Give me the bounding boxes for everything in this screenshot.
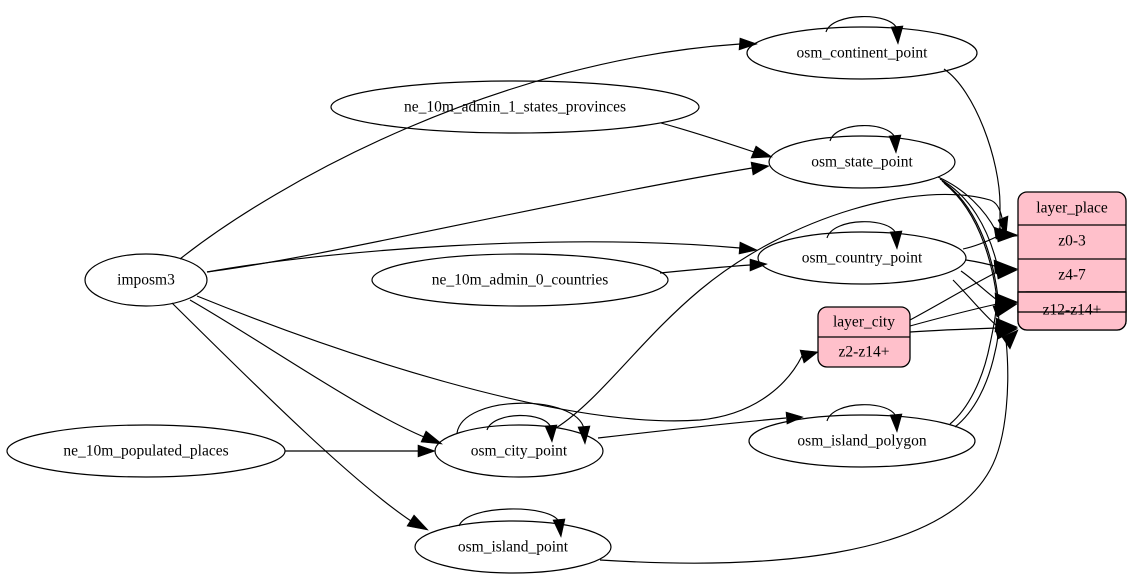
record-row-layer-city-title: layer_city: [833, 314, 895, 331]
node-osm-island-point[interactable]: osm_island_point: [414, 520, 612, 574]
self-loop-osm-city-point-outer: [456, 402, 591, 445]
node-osm-city-point[interactable]: osm_city_point: [434, 424, 604, 478]
node-ne-10m-populated-places[interactable]: ne_10m_populated_places: [6, 424, 286, 478]
self-loop-osm-island-polygon: [826, 404, 903, 433]
self-loop-osm-state-point: [829, 125, 902, 154]
node-osm-state-point[interactable]: osm_state_point: [768, 135, 956, 189]
node-label-osm-island-polygon: osm_island_polygon: [797, 433, 926, 450]
edge-osm-island-point-to-layer-place: [599, 329, 1019, 564]
record-row-layer-place-title: layer_place: [1036, 200, 1108, 217]
self-loop-osm-city-point-inner: [486, 414, 558, 443]
edge-osm-continent-point-to-layer-place: [943, 68, 1018, 242]
node-label-ne-10m-populated-places: ne_10m_populated_places: [63, 443, 228, 460]
edge-layer-city-to-layer-place-a: [909, 266, 1019, 321]
node-label-osm-island-point: osm_island_point: [458, 539, 569, 556]
edge-osm-country-point-to-layer-place-a: [962, 230, 1019, 250]
node-label-imposm3: imposm3: [117, 272, 175, 289]
record-row-layer-place-z12-z14plus[interactable]: z12-z14+: [1043, 302, 1102, 319]
edge-osm-city-point-to-layer-place: [555, 193, 1009, 429]
node-layer: imposm3 ne_10m_admin_1_states_provinces …: [6, 26, 978, 574]
node-label-osm-continent-point: osm_continent_point: [797, 45, 929, 62]
edge-ne-states-to-osm-state-point: [660, 122, 773, 159]
node-label-osm-country-point: osm_country_point: [802, 250, 923, 267]
node-ne-10m-admin-0-countries[interactable]: ne_10m_admin_0_countries: [371, 253, 669, 307]
edge-imposm3-to-osm-state-point: [206, 161, 770, 273]
node-osm-country-point[interactable]: osm_country_point: [757, 231, 967, 285]
node-label-ne-10m-admin-0-countries: ne_10m_admin_0_countries: [432, 272, 609, 289]
self-loop-osm-country-point: [826, 221, 903, 250]
node-ne-10m-admin-1-states-provinces[interactable]: ne_10m_admin_1_states_provinces: [330, 80, 700, 134]
record-row-layer-place-z4-7[interactable]: z4-7: [1058, 267, 1086, 284]
record-row-layer-city-z2-z14plus[interactable]: z2-z14+: [839, 344, 890, 361]
node-osm-continent-point[interactable]: osm_continent_point: [746, 26, 978, 80]
edge-layer: [171, 16, 1019, 564]
node-label-osm-state-point: osm_state_point: [811, 154, 913, 171]
edge-osm-island-polygon-to-layer-place-a: [949, 303, 1018, 425]
node-label-ne-10m-admin-1-states-provinces: ne_10m_admin_1_states_provinces: [404, 99, 626, 116]
edge-osm-island-polygon-to-layer-place-b: [954, 327, 1019, 428]
edge-imposm3-to-osm-country-point: [206, 241, 758, 273]
edge-imposm3-to-osm-island-point: [171, 302, 429, 531]
edge-imposm3-to-osm-city-point: [189, 299, 443, 445]
edge-imposm3-to-layer-city: [196, 295, 819, 422]
node-osm-island-polygon[interactable]: osm_island_polygon: [748, 414, 976, 468]
edge-osm-state-point-to-layer-place-c: [941, 180, 1019, 306]
node-label-osm-city-point: osm_city_point: [471, 443, 568, 460]
record-node-layer-place-last-row[interactable]: z12-z14+: [1017, 291, 1127, 331]
record-node-layer-city[interactable]: layer_city z2-z14+: [817, 306, 911, 368]
edge-imposm3-to-osm-continent-point: [179, 37, 758, 260]
edge-ne-populated-to-osm-city-point: [285, 444, 436, 458]
record-row-layer-place-z0-3[interactable]: z0-3: [1058, 233, 1086, 250]
edge-ne-countries-to-osm-country-point: [659, 258, 768, 274]
node-imposm3[interactable]: imposm3: [84, 253, 208, 307]
self-loop-osm-continent-point: [825, 16, 904, 45]
